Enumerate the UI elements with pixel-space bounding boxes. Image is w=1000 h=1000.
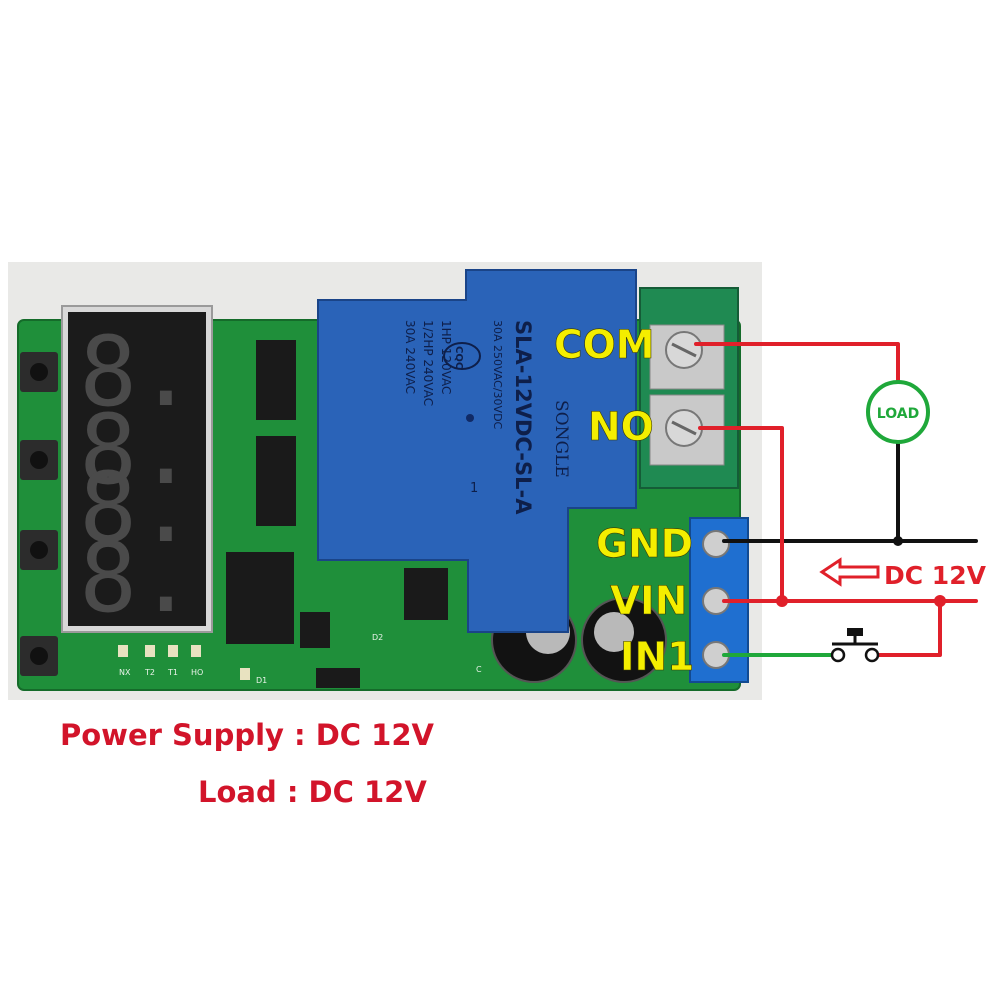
- junction-dot-no: [776, 595, 788, 607]
- load-symbol: LOAD: [866, 380, 930, 444]
- label-vin: VIN: [610, 579, 687, 624]
- silk-c: C: [476, 665, 482, 674]
- load-label: LOAD: [877, 406, 919, 422]
- display-digit-2: 8.: [79, 394, 195, 506]
- seven-segment-display: 8. 8. 8. 8.: [61, 305, 213, 634]
- display-digit-1: 8.: [79, 316, 195, 428]
- relay: SLA-12VDC-SL-A 30A 250VAC/30VDC 1HP 120V…: [317, 269, 637, 633]
- left-arrow-icon: [819, 557, 880, 587]
- relay-rating-1: 30A 250VAC/30VDC: [491, 320, 504, 430]
- silk-ho: HO: [191, 668, 203, 677]
- display-digit-3: 8.: [79, 452, 195, 564]
- silk-d1: D1: [256, 676, 267, 685]
- ic-chips: [226, 340, 448, 688]
- relay-model: SLA-12VDC-SL-A: [511, 320, 535, 515]
- silk-t1: T1: [167, 668, 178, 677]
- label-com: COM: [554, 323, 655, 368]
- tact-switch-group: [20, 352, 58, 676]
- label-no: NO: [588, 405, 654, 450]
- wire-com-to-load: [694, 342, 900, 386]
- label-gnd: GND: [596, 522, 693, 567]
- relay-output-terminal: [639, 287, 739, 489]
- dc-source-indicator: DC 12V: [819, 557, 987, 590]
- wire-no-to-vin: [698, 426, 784, 603]
- silkscreen-labels: NX T2 T1 HO D1 D2 C: [119, 633, 482, 685]
- load-caption: Load : DC 12V: [198, 775, 427, 809]
- label-in1: IN1: [620, 635, 694, 680]
- relay-brand: SONGLE: [551, 400, 571, 478]
- status-leds: [118, 645, 250, 680]
- relay-rating-3: 1/2HP 240VAC: [421, 320, 435, 406]
- silk-d2: D2: [372, 633, 383, 642]
- junction-dot-switch: [934, 595, 946, 607]
- wire-switch-to-vin: [874, 599, 942, 657]
- silk-t2: T2: [144, 668, 155, 677]
- push-switch-symbol: [830, 628, 880, 663]
- relay-pin-number: 1: [470, 481, 478, 496]
- junction-dot-gnd: [893, 536, 903, 546]
- relay-rating-4: 30A 240VAC: [403, 320, 417, 394]
- display-digit-4: 8.: [79, 522, 195, 634]
- silk-nx: NX: [119, 668, 131, 677]
- dc-source-label: DC 12V: [884, 561, 987, 590]
- power-supply-caption: Power Supply : DC 12V: [60, 718, 434, 752]
- relay-cqc-mark: CQC: [453, 346, 464, 369]
- relay-rating-2: 1HP 120VAC: [439, 320, 453, 394]
